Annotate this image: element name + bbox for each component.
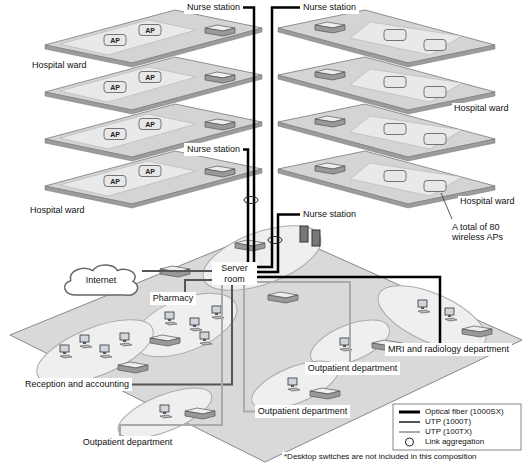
link-aggregation-ring <box>244 197 258 204</box>
station-label: Nurse station <box>300 1 359 14</box>
switch-icon <box>268 292 298 303</box>
computer-icon <box>160 405 172 418</box>
legend-sample <box>399 412 420 413</box>
node-text: Outpatient department <box>258 406 348 416</box>
node-text: Nurse station <box>303 2 356 12</box>
leader-line <box>441 193 452 219</box>
legend-sample <box>399 432 420 433</box>
ward-label: Hospital ward <box>458 196 517 206</box>
server-icon <box>300 226 308 242</box>
network-cable <box>257 282 350 362</box>
computer-icon <box>418 300 430 313</box>
switch-icon <box>118 362 148 373</box>
node-text: Server room <box>215 263 255 284</box>
computer-icon <box>80 335 92 348</box>
node-text: Nurse station <box>303 209 356 219</box>
department-label: MRI and radiology department <box>385 343 512 356</box>
network-cable <box>132 285 232 385</box>
node-text: MRI and radiology department <box>388 344 509 354</box>
legend-ring <box>406 438 414 446</box>
switch-icon <box>150 335 180 346</box>
cloud-outline <box>65 265 138 295</box>
switch-icon <box>310 388 340 399</box>
department-label: Pharmacy <box>150 292 196 305</box>
network-cable <box>244 285 255 412</box>
link-aggregation-ring <box>268 237 282 244</box>
switch-icon <box>185 408 215 419</box>
legend-line <box>399 421 420 423</box>
node-text: Nurse station <box>187 144 240 154</box>
ap-label: AP <box>144 121 156 128</box>
room-area <box>195 212 329 303</box>
computer-icon <box>288 378 300 391</box>
network-cable <box>142 270 212 272</box>
ap-label: AP <box>109 84 121 91</box>
legend-text: Optical fiber (1000SX) <box>424 407 505 416</box>
department-label: Outpatient department <box>255 405 350 418</box>
legend-text: UTP (1000T) <box>424 417 472 426</box>
node-text: Outpatient department <box>308 363 398 373</box>
legend-box <box>393 404 521 450</box>
switch-icon <box>462 326 492 337</box>
department-label: Reception and accounting <box>22 378 132 391</box>
server-icon <box>312 230 320 246</box>
legend-line <box>399 411 420 414</box>
network-cable <box>185 280 212 292</box>
network-cable <box>257 277 440 343</box>
legend-text: Link aggregation <box>424 437 485 446</box>
station-label: Nurse station <box>184 143 243 156</box>
legend-line <box>399 431 420 433</box>
footnote: *Desktop switches are not included in th… <box>282 452 479 461</box>
callout-note: A total of 80 wireless APs <box>450 222 518 243</box>
computer-icon <box>100 345 112 358</box>
legend-text: UTP (100TX) <box>424 427 473 436</box>
ward-floor <box>45 151 262 208</box>
department-label: Outpatient department <box>80 436 175 449</box>
network-cable <box>243 150 248 263</box>
department-label: Outpatient department <box>305 362 400 375</box>
ap-label: AP <box>109 131 121 138</box>
node-text: Internet <box>86 275 117 285</box>
computer-icon <box>60 345 72 358</box>
ap-label: AP <box>144 27 156 34</box>
legend-sample <box>399 422 420 423</box>
ward-floor <box>45 104 262 161</box>
node-text: Reception and accounting <box>25 379 129 389</box>
internet-cloud: Internet <box>60 262 142 298</box>
node-text: Pharmacy <box>153 293 194 303</box>
station-label: Nurse station <box>184 1 243 14</box>
node-text: Outpatient department <box>83 437 173 447</box>
network-cable <box>120 285 222 436</box>
computer-icon <box>120 333 132 346</box>
ward-floor <box>45 10 262 67</box>
computer-icon <box>445 308 457 321</box>
ap-label: AP <box>144 74 156 81</box>
ap-label: AP <box>109 37 121 44</box>
network-cable <box>243 8 254 263</box>
legend-sample <box>406 438 414 446</box>
ward-label: Hospital ward <box>28 205 87 215</box>
room-label: Server room <box>212 262 257 285</box>
computer-icon <box>190 318 202 331</box>
node-text: Nurse station <box>187 2 240 12</box>
ap-label: AP <box>144 168 156 175</box>
ap-label: AP <box>109 178 121 185</box>
ward-floor <box>278 10 495 67</box>
computer-icon <box>165 312 177 325</box>
network-cable <box>257 215 300 273</box>
ward-label: Hospital ward <box>452 103 511 113</box>
core-switch <box>235 240 265 251</box>
station-label: Nurse station <box>300 208 359 221</box>
computer-icon <box>200 332 212 345</box>
ward-label: Hospital ward <box>30 60 89 70</box>
